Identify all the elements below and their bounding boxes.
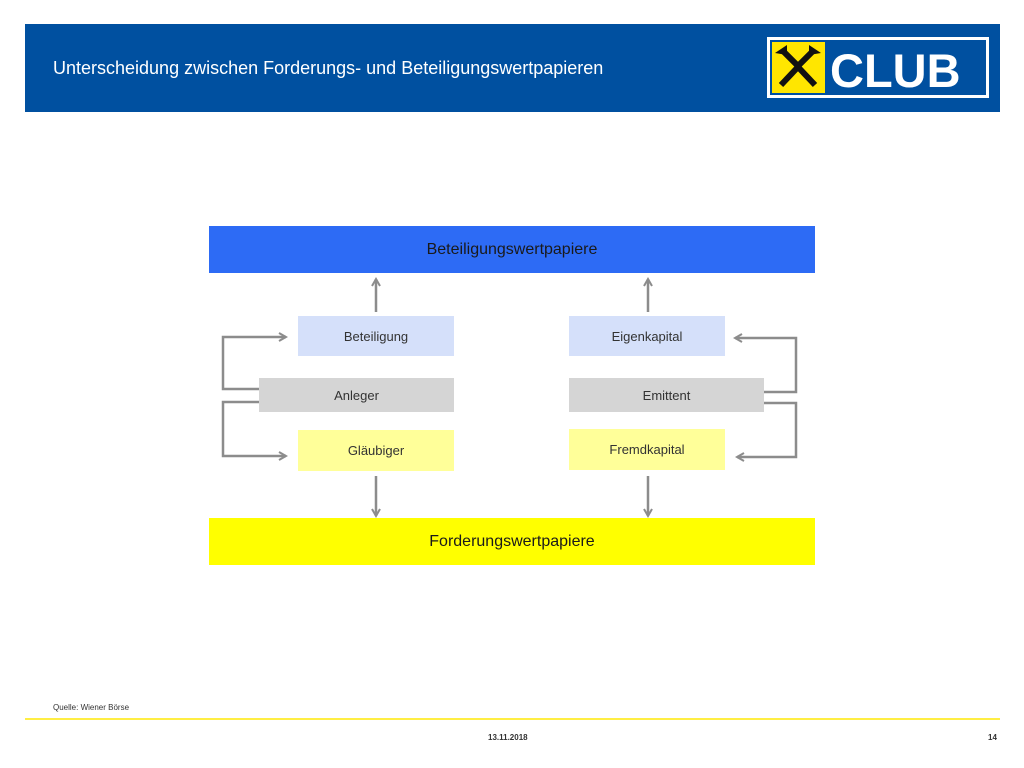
arrow-issuer-to-debtcapital — [737, 401, 798, 457]
arrow-investor-to-participation — [221, 337, 286, 391]
participation-box: Beteiligung — [298, 316, 454, 356]
equity-capital-box: Eigenkapital — [569, 316, 725, 356]
debt-capital-box: Fremdkapital — [569, 429, 725, 470]
equity-securities-bar: Beteiligungswertpapiere — [209, 226, 815, 273]
club-logo: CLUB — [767, 37, 989, 98]
debt-securities-bar: Forderungswertpapiere — [209, 518, 815, 565]
arrow-investor-to-creditor — [221, 400, 286, 456]
footer-date: 13.11.2018 — [488, 733, 528, 742]
arrow-issuer-to-equitycapital — [735, 338, 798, 394]
source-note: Quelle: Wiener Börse — [53, 703, 130, 712]
header-bar: Unterscheidung zwischen Forderungs- und … — [25, 24, 1000, 112]
issuer-box: Emittent — [569, 378, 764, 412]
raiffeisen-gable-icon — [775, 45, 821, 88]
page-number: 14 — [988, 733, 997, 742]
footer-divider — [25, 718, 1000, 720]
logo-text: CLUB — [830, 44, 961, 97]
page-title: Unterscheidung zwischen Forderungs- und … — [53, 58, 604, 78]
investor-box: Anleger — [259, 378, 454, 412]
creditor-box: Gläubiger — [298, 430, 454, 471]
